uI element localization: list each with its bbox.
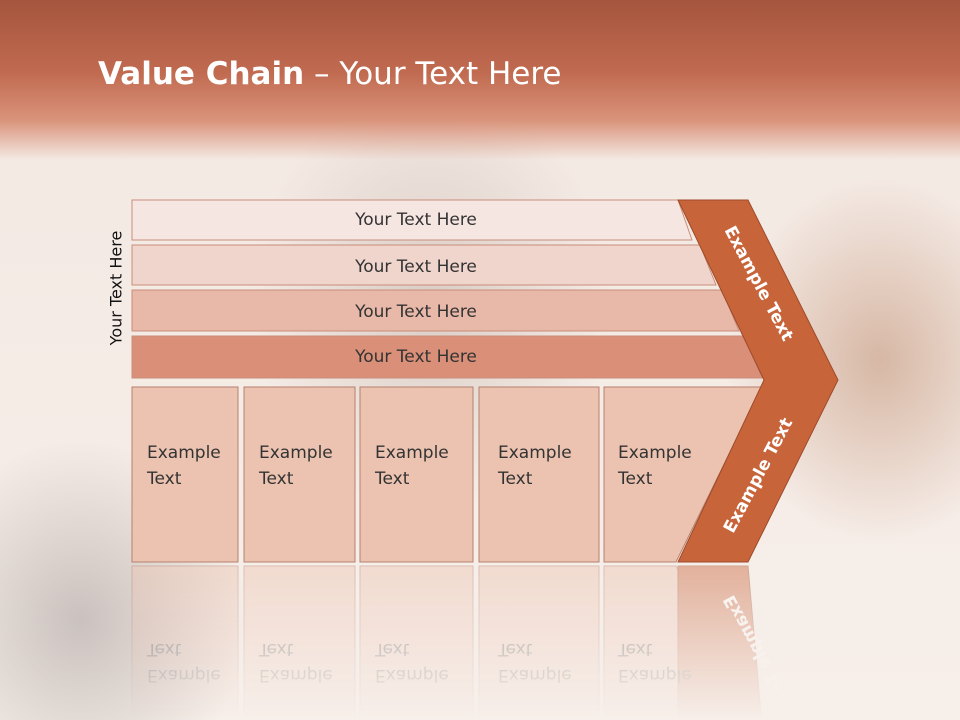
row-label-3: Your Text Here xyxy=(354,302,477,322)
activity-boxes xyxy=(131,386,763,563)
reflect-box-4-line-1: Example xyxy=(498,665,572,685)
box-4-line-2: Text xyxy=(497,469,533,489)
reflect-box-4-line-2: Text xyxy=(497,639,533,659)
activity-box-3 xyxy=(359,386,474,563)
activity-box-5 xyxy=(603,386,763,563)
title-banner xyxy=(0,0,960,160)
row-bar-4 xyxy=(131,335,763,379)
box-3-line-1: Example xyxy=(375,443,449,463)
box-3-line-2: Text xyxy=(374,469,410,489)
activity-box-2 xyxy=(243,386,356,563)
reflect-box-2-line-2: Text xyxy=(258,639,294,659)
box-1-line-2: Text xyxy=(146,469,182,489)
reflect-box-5-line-1: Example xyxy=(618,665,692,685)
box-5-line-1: Example xyxy=(618,443,692,463)
activity-box-1 xyxy=(131,386,239,563)
box-2-line-1: Example xyxy=(259,443,333,463)
title-bold: Value Chain xyxy=(98,56,305,92)
row-label-1: Your Text Here xyxy=(354,210,477,230)
reflect-box-3-line-2: Text xyxy=(374,639,410,659)
row-bar-2 xyxy=(131,244,717,286)
diagram-reflection: Example Text Example Text Example Text E… xyxy=(131,565,797,720)
reflect-box-3-line-1: Example xyxy=(375,665,449,685)
reflect-box-5-line-2: Text xyxy=(617,639,653,659)
reflect-box-1-line-2: Text xyxy=(146,639,182,659)
row-bar-1 xyxy=(131,199,693,241)
box-1-line-1: Example xyxy=(147,443,221,463)
row-label-4: Your Text Here xyxy=(354,347,477,367)
box-2-line-2: Text xyxy=(258,469,294,489)
row-label-2: Your Text Here xyxy=(354,257,477,277)
activity-box-4 xyxy=(478,386,600,563)
row-bar-3 xyxy=(131,289,740,332)
title-rest: – Your Text Here xyxy=(304,56,562,92)
box-4-line-1: Example xyxy=(498,443,572,463)
box-5-line-2: Text xyxy=(617,469,653,489)
margin-chevron xyxy=(677,199,839,563)
reflect-box-1-line-1: Example xyxy=(147,665,221,685)
reflect-box-2-line-1: Example xyxy=(259,665,333,685)
slide-title: Value Chain – Your Text Here xyxy=(98,56,561,92)
